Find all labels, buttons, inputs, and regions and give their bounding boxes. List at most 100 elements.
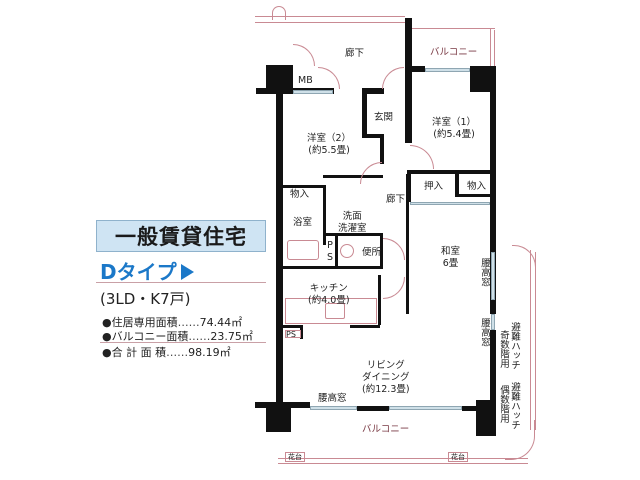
label-bathroom: 浴室: [293, 217, 313, 228]
kitchen-counter: [285, 298, 377, 324]
door-swing: [383, 238, 405, 260]
wall: [362, 134, 382, 138]
label-hatch-1: 避難ハッチ: [509, 322, 520, 370]
door-swing: [410, 145, 434, 169]
window: [491, 252, 495, 300]
area-value: 74.44㎡: [199, 316, 243, 329]
area-dots: ……: [177, 316, 200, 329]
room-name: 洗濯室: [338, 223, 367, 234]
room-size: (約4.0畳): [308, 295, 350, 306]
triangle-right-icon: [180, 264, 194, 280]
divider: [100, 342, 266, 343]
wall: [405, 18, 412, 143]
balcony-line: [530, 250, 531, 430]
area-dots: ……: [166, 346, 189, 359]
wall: [350, 325, 380, 328]
balcony-line: [278, 463, 528, 464]
sink-icon: [325, 303, 345, 319]
label-ps-kitchen: PS: [286, 330, 296, 339]
arch-icon: [272, 6, 286, 20]
room-size: 6畳: [442, 258, 459, 269]
wall: [455, 170, 459, 196]
area-value: 23.75㎡: [210, 330, 253, 343]
window: [491, 314, 495, 330]
layout-count: (3LD・K7戸): [100, 290, 191, 308]
toilet-icon: [340, 244, 354, 258]
wall: [283, 325, 303, 328]
ps-box: [285, 330, 301, 338]
room-name: キッチン: [309, 283, 348, 294]
area-label: ●住居専用面積: [102, 316, 178, 329]
balcony-line: [490, 28, 491, 68]
wall: [405, 66, 425, 72]
bathtub: [287, 240, 319, 260]
wall: [362, 88, 367, 138]
label-waist-window-bottom: 腰高窓: [318, 393, 347, 404]
wall: [335, 233, 338, 268]
room-size: (約12.3畳): [362, 384, 410, 395]
room-name: 洋室（1）: [432, 117, 477, 128]
label-washroom: 洗面 洗濯室: [338, 211, 367, 235]
window: [410, 202, 490, 205]
label-entrance: 玄関: [374, 112, 394, 123]
door-swing: [382, 67, 404, 89]
balcony-line: [494, 30, 495, 68]
wall: [357, 406, 389, 411]
wall: [407, 170, 411, 202]
window: [310, 406, 357, 410]
wall: [362, 88, 384, 94]
ps-letter: P: [327, 240, 333, 251]
unit-type-label: Dタイプ: [100, 256, 194, 285]
window: [293, 90, 333, 94]
wall: [283, 266, 383, 269]
divider: [96, 282, 266, 283]
label-hatch-1-floor: 奇数階用: [498, 330, 509, 368]
door-swing: [360, 162, 382, 184]
wall: [378, 275, 381, 325]
wall: [283, 185, 325, 188]
window: [389, 406, 462, 410]
wall: [266, 402, 291, 432]
balcony-line: [278, 458, 528, 459]
wall: [490, 330, 496, 410]
label-corridor-top: 廊下: [345, 48, 365, 59]
wall: [407, 170, 492, 174]
wall: [323, 233, 383, 236]
wall: [380, 134, 384, 164]
door-swing: [318, 67, 340, 89]
label-kitchen: キッチン (約4.0畳): [308, 283, 350, 307]
area-row-total: ●合 計 面 積……98.19㎡: [102, 344, 231, 360]
wall: [276, 88, 283, 404]
label-hatch-2: 避難ハッチ: [509, 382, 520, 430]
wall: [323, 175, 383, 178]
area-value: 98.19㎡: [188, 346, 231, 359]
wall: [323, 185, 326, 245]
unit-type-text: Dタイプ: [100, 260, 177, 284]
label-toilet: 便所: [362, 247, 382, 258]
label-balcony-top: バルコニー: [430, 47, 478, 58]
room-name: 洋室（2）: [307, 133, 352, 144]
door-swing: [383, 277, 405, 299]
wall: [490, 66, 496, 301]
wall: [406, 174, 409, 314]
area-label: ●合 計 面 積: [102, 346, 167, 359]
room-name: 和室: [441, 246, 461, 257]
label-storage-1: 物入: [290, 189, 310, 200]
label-waist-window-right-2: 腰高窓: [479, 318, 490, 347]
room-name: リビング: [366, 360, 405, 371]
balcony-line: [405, 28, 495, 29]
label-western-room-1: 洋室（1） (約5.4畳): [432, 117, 476, 141]
label-balcony-bottom: バルコニー: [362, 424, 410, 435]
ps-letter: S: [327, 252, 334, 263]
balcony-line: [535, 252, 536, 430]
wall: [490, 300, 496, 314]
area-row-private: ●住居専用面積……74.44㎡: [102, 314, 242, 330]
label-mb: MB: [298, 75, 313, 86]
label-planter-1: 花台: [285, 452, 305, 462]
label-living-dining: リビング ダイニング (約12.3畳): [362, 360, 410, 396]
wall: [300, 325, 303, 339]
label-planter-2: 花台: [448, 452, 468, 462]
room-size: (約5.4畳): [433, 129, 475, 140]
door-swing: [293, 44, 315, 66]
